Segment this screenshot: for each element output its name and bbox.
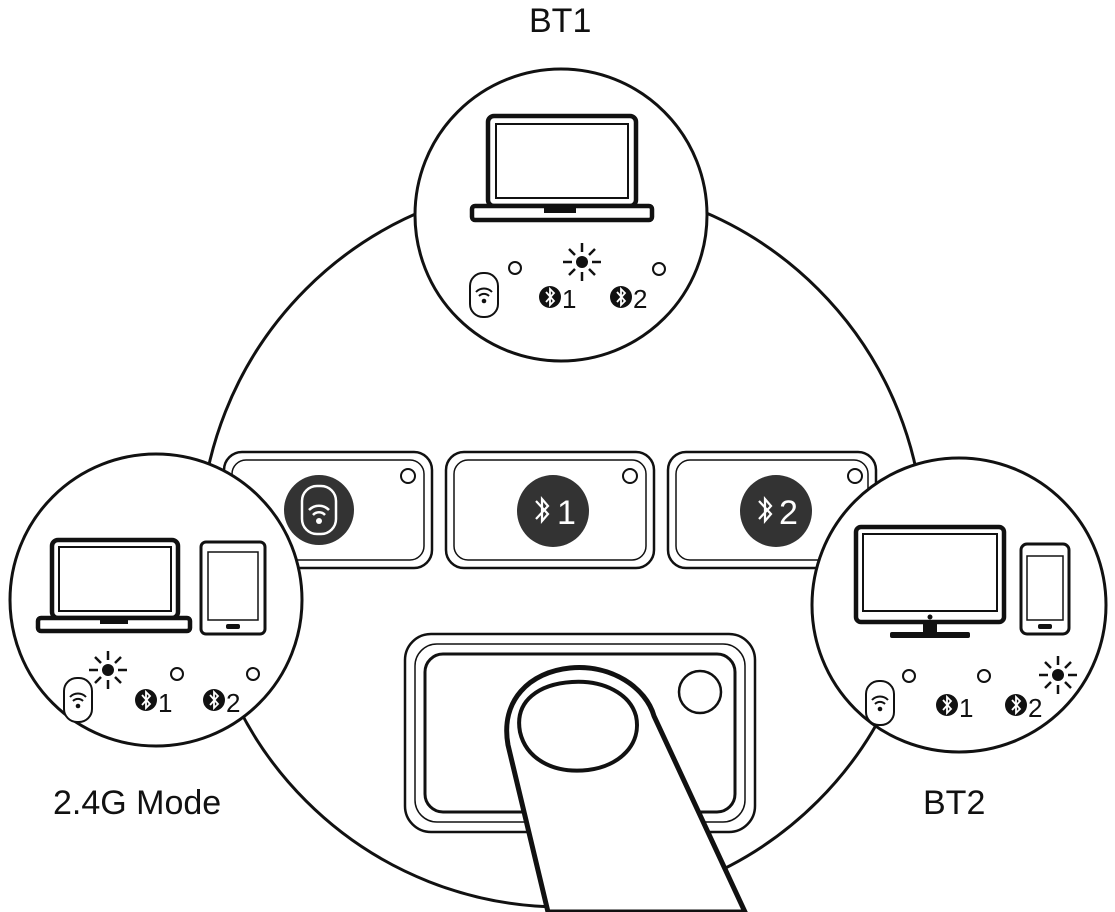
wireless-dongle-icon	[865, 680, 895, 726]
bluetooth-icon	[1004, 693, 1028, 717]
indicator-number: 1	[158, 688, 172, 718]
bt1-button-number: 1	[557, 494, 576, 532]
led-off	[902, 669, 916, 683]
led-off	[170, 667, 184, 681]
bluetooth-icon	[517, 475, 589, 547]
bluetooth-icon	[935, 693, 959, 717]
bt2-mode-panel: 1 2	[810, 456, 1108, 754]
led-indicator	[400, 468, 416, 484]
laptop-icon	[469, 113, 655, 223]
bt2-button-number: 2	[779, 494, 798, 532]
bt1-mode-panel: 1 2	[413, 67, 709, 363]
bt2-mode-label: BT2	[923, 784, 986, 822]
monitor-icon	[853, 524, 1007, 638]
wireless-dongle-icon	[469, 272, 499, 318]
tablet-icon	[199, 540, 267, 636]
bluetooth-icon	[134, 688, 158, 712]
phone-icon	[1019, 542, 1071, 636]
led-off	[508, 261, 522, 275]
indicator-number: 1	[959, 693, 973, 723]
led-indicator	[847, 468, 863, 484]
indicator-number: 2	[1028, 693, 1042, 723]
led-off	[652, 262, 666, 276]
led-off	[246, 667, 260, 681]
finger-icon	[504, 665, 748, 912]
led-off	[977, 669, 991, 683]
laptop-icon	[35, 537, 193, 634]
dongle-mode-panel: 1 2	[8, 452, 304, 748]
bluetooth-icon	[740, 475, 812, 547]
bt1-mode-button[interactable]: 1	[444, 450, 656, 570]
dongle-mode-label: 2.4G Mode	[53, 784, 222, 822]
indicator-number: 1	[562, 284, 576, 314]
led-indicator	[622, 468, 638, 484]
bluetooth-icon	[538, 285, 562, 309]
led-indicator	[677, 669, 723, 715]
indicator-number: 2	[226, 688, 240, 718]
dongle-button-icon	[284, 475, 354, 545]
indicator-number: 2	[633, 284, 647, 314]
bt2-mode-button[interactable]: 2	[666, 450, 878, 570]
bluetooth-icon	[609, 285, 633, 309]
wireless-dongle-icon	[63, 677, 93, 723]
bt1-mode-label: BT1	[529, 2, 592, 40]
bluetooth-icon	[202, 688, 226, 712]
